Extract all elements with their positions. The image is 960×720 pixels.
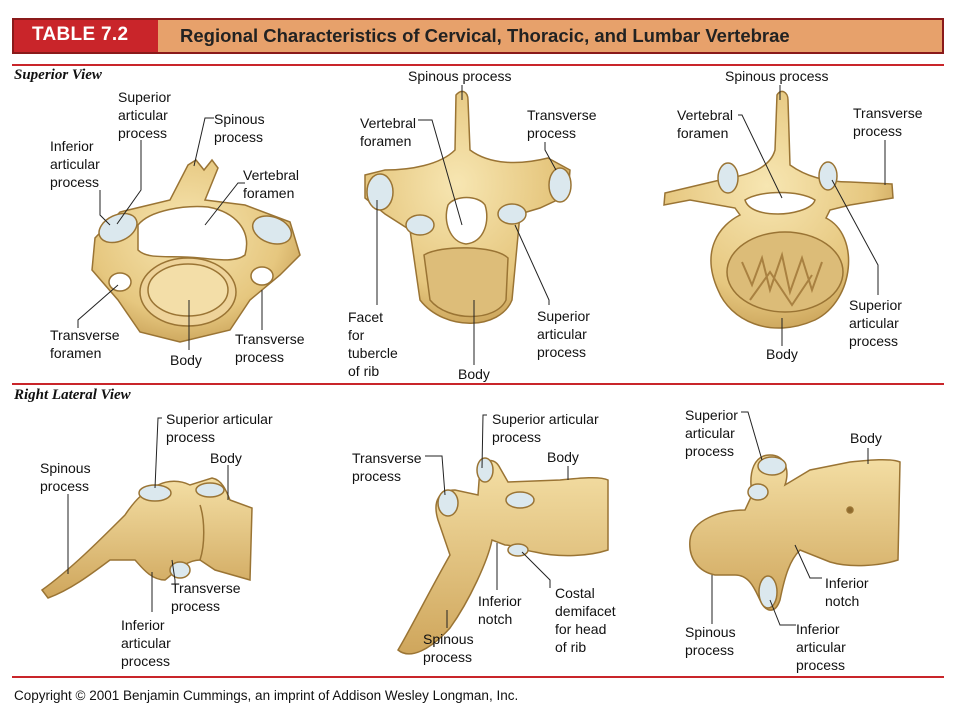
thoracic-vertebra-lateral [397,457,609,655]
table-header-bar [12,18,944,54]
lateral-view-heading: Right Lateral View [14,387,131,403]
label-lumbar-lat-body: Body [850,430,882,446]
label-cervical-body: Body [170,352,202,368]
lumbar-vertebra-superior [663,90,894,329]
lumbar-vertebra-lateral [689,454,901,611]
label-thoracic-lat-body: Body [547,449,579,465]
copyright-text: Copyright © 2001 Benjamin Cummings, an i… [14,688,519,703]
leader-lines [67,85,886,628]
top-divider [12,64,944,66]
label-lumbar-spinous-process: Spinous process [725,68,829,84]
thoracic-vertebra-superior [364,90,572,324]
table-number-box [14,20,158,52]
table-number: TABLE 7.2 [32,24,129,45]
bottom-divider [12,676,944,678]
label-thoracic-spinous-process: Spinous process [408,68,512,84]
superior-view-heading: Superior View [14,67,102,83]
table-title: Regional Characteristics of Cervical, Th… [180,25,790,46]
label-thoracic-body: Body [458,366,490,382]
middle-divider [12,383,944,385]
cervical-vertebra-superior [91,158,301,343]
label-lumbar-body: Body [766,346,798,362]
label-cervical-lat-body: Body [210,450,242,466]
